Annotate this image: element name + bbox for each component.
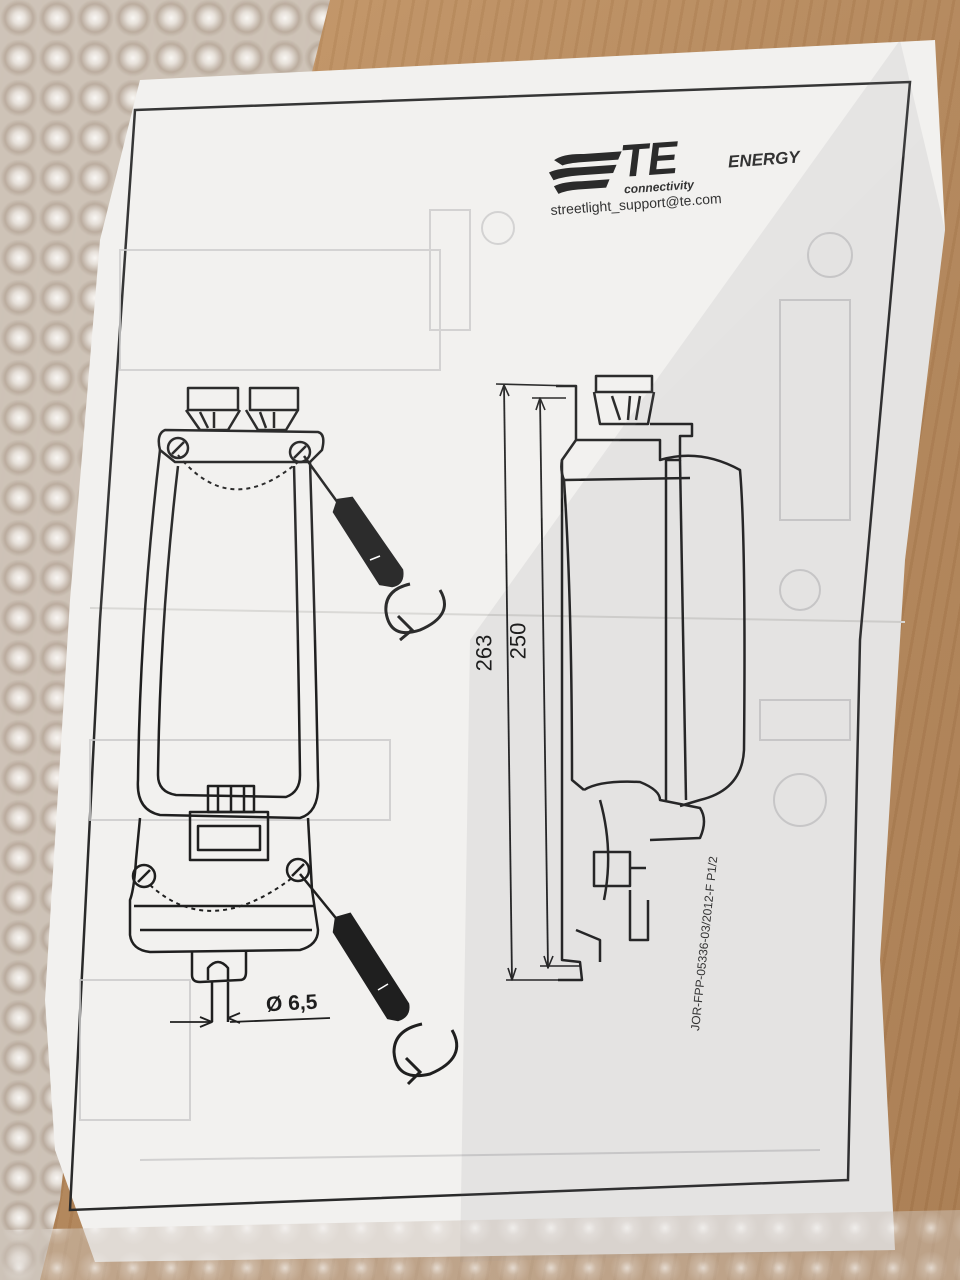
cable-diameter-label: Ø 6,5	[265, 990, 318, 1017]
te-logo-icon	[548, 151, 622, 194]
junction-box-front-view	[128, 386, 331, 1028]
screwdriver-icon	[299, 873, 410, 1022]
inner-height-label: 250	[505, 622, 531, 660]
frame-border	[68, 80, 912, 1212]
shadow-area	[460, 40, 945, 1262]
screwdriver-icon	[302, 455, 404, 588]
paper-sheet	[45, 40, 945, 1262]
rotate-counterclockwise-icon	[392, 1022, 459, 1086]
rotate-counterclockwise-icon	[384, 582, 446, 642]
overall-height-label: 263	[471, 634, 497, 672]
junction-box-side-view	[495, 374, 746, 982]
